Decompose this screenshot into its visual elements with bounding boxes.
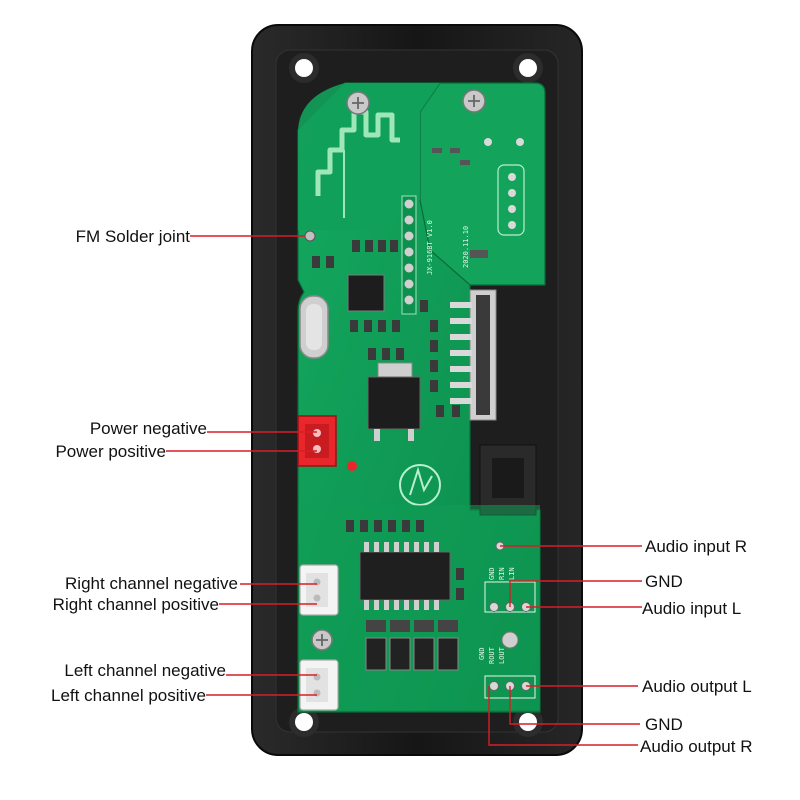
led [347, 461, 357, 471]
smd-components [312, 240, 460, 417]
mounting-hole-bottom-right [513, 707, 543, 737]
left-speaker-connector [299, 659, 339, 711]
leader-lines [166, 235, 642, 746]
pin-label-rin: RIN [498, 567, 506, 580]
label-audio-input-l: Audio input L [642, 599, 741, 618]
board-screw-right [501, 631, 519, 649]
pin-label-lin: LIN [508, 567, 516, 580]
pin-label-lout: LOUT [498, 646, 506, 664]
mounting-hole-bottom-left [289, 707, 319, 737]
module-pads [484, 138, 524, 229]
module-small-parts [432, 148, 488, 258]
label-fm-solder-joint: FM Solder joint [76, 227, 191, 246]
pin-label-gnd-out: GND [478, 647, 486, 660]
pin-label-rout: ROUT [488, 646, 496, 664]
callout-labels: FM Solder joint Power negative Power pos… [51, 227, 752, 756]
label-audio-input-r: Audio input R [645, 537, 747, 556]
pin-header-column [401, 195, 417, 315]
mounting-hole-top-right [513, 53, 543, 83]
leader-audio-output-r [488, 686, 638, 746]
label-gnd-output: GND [645, 715, 683, 734]
amp-passives [346, 520, 464, 600]
right-speaker-connector [299, 564, 339, 616]
label-audio-output-r: Audio output R [640, 737, 752, 756]
module-keypad-pads [497, 164, 525, 236]
output-inductors [365, 620, 459, 671]
fm-solder-joint-pad [304, 230, 316, 242]
power-connector [297, 415, 337, 467]
tf-card-slot [450, 289, 497, 421]
amplifier-chip [359, 542, 451, 610]
label-audio-output-l: Audio output L [642, 677, 752, 696]
board-date-text: 2020.11.10 [462, 226, 470, 268]
label-left-channel-positive: Left channel positive [51, 686, 206, 705]
leader-gnd-input [509, 580, 642, 607]
leader-gnd-output [509, 686, 640, 725]
label-power-positive: Power positive [55, 442, 166, 461]
label-gnd-input: GND [645, 572, 683, 591]
label-right-channel-positive: Right channel positive [53, 595, 219, 614]
label-left-channel-negative: Left channel negative [64, 661, 226, 680]
voltage-regulator [367, 362, 421, 441]
board-model-text: JX-916BT V1.0 [426, 220, 434, 275]
pin-label-gnd-in: GND [488, 567, 496, 580]
label-right-channel-negative: Right channel negative [65, 574, 238, 593]
label-power-negative: Power negative [90, 419, 207, 438]
main-chip [347, 274, 385, 312]
antenna-area [298, 83, 440, 230]
mounting-hole-top-left [289, 53, 319, 83]
